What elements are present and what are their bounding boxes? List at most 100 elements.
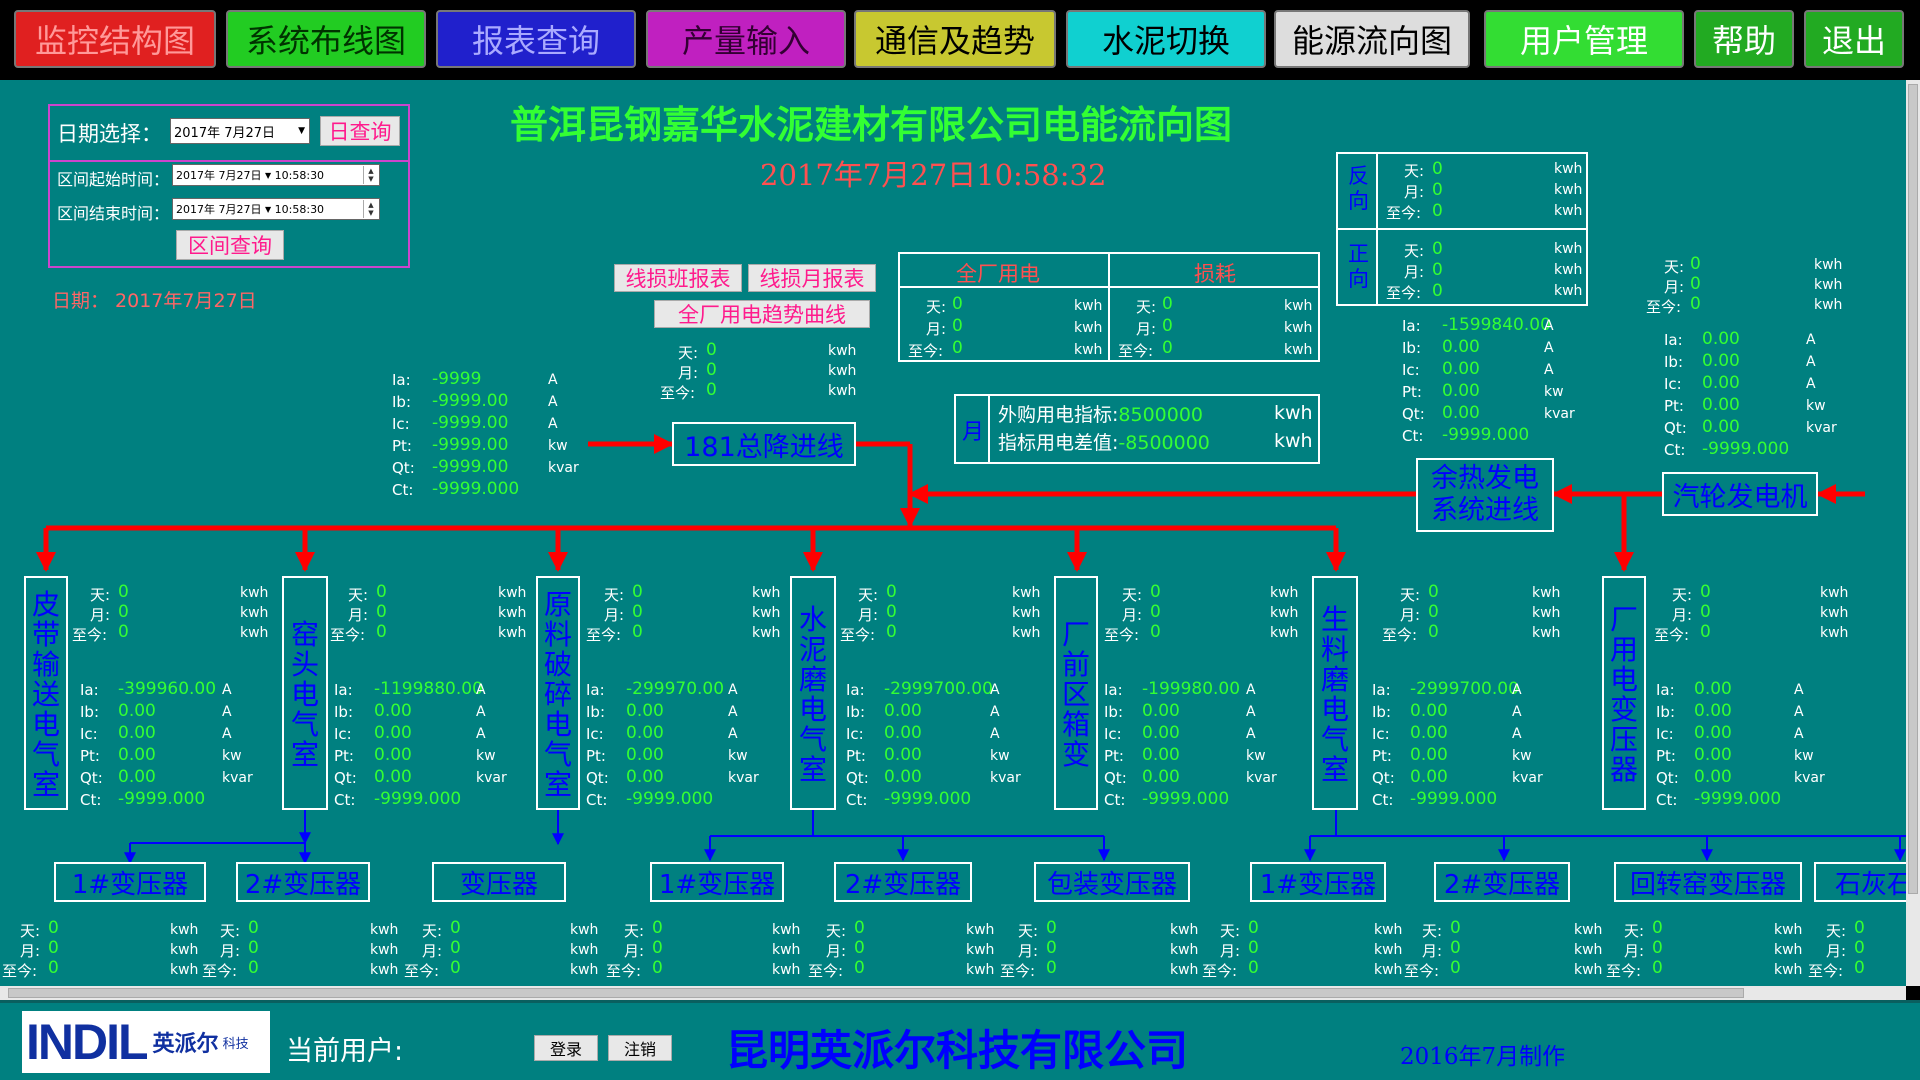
label-day: 天: <box>858 586 879 604</box>
spinner-icon[interactable]: ▲▼ <box>363 166 378 184</box>
nav-button-2[interactable]: 报表查询 <box>436 10 636 68</box>
room-name-char: 输 <box>31 648 60 681</box>
horizontal-scrollbar[interactable] <box>0 986 1906 1000</box>
value-day: 0 <box>450 918 461 938</box>
date-picker[interactable]: 2017年 7月27日▼ <box>170 118 310 144</box>
label-day: 天: <box>422 922 443 940</box>
electric-room-5[interactable]: 生料磨电气室 <box>1312 576 1358 810</box>
value-Ct: -9999.000 <box>432 479 520 499</box>
unit-kwh: kwh <box>1820 625 1849 641</box>
value-Qt: 0.00 <box>374 767 412 787</box>
unit-A: A <box>1512 704 1522 720</box>
nav-button-9[interactable]: 退出 <box>1804 10 1904 68</box>
shift-report-button[interactable]: 线损班报表 <box>614 264 742 292</box>
label-day: 天: <box>348 586 369 604</box>
room-name-char: 器 <box>1609 753 1638 786</box>
label-Ic: Ic: <box>1104 725 1122 743</box>
day-query-button[interactable]: 日查询 <box>320 116 400 146</box>
value-Ib: 0.00 <box>1142 701 1180 721</box>
transformer-2[interactable]: 变压器 <box>432 862 566 902</box>
transformer-5[interactable]: 包装变压器 <box>1034 862 1190 902</box>
transformer-4[interactable]: 2#变压器 <box>834 862 972 902</box>
nav-button-1[interactable]: 系统布线图 <box>226 10 426 68</box>
room-name-char: 厂 <box>1061 618 1090 651</box>
value-day: 0 <box>1046 918 1057 938</box>
value-Pt: 0.00 <box>884 745 922 765</box>
nav-button-0[interactable]: 监控结构图 <box>14 10 216 68</box>
spinner-icon[interactable]: ▲▼ <box>363 200 378 218</box>
value-Ib: 0.00 <box>118 701 156 721</box>
room-name-char: 电 <box>1609 663 1638 696</box>
value-total: 0 <box>1652 958 1663 978</box>
transformer-6[interactable]: 1#变压器 <box>1250 862 1386 902</box>
value-month: 0 <box>706 360 717 380</box>
value-Ib: 0.00 <box>1694 701 1732 721</box>
value-Ia: -9999 <box>432 369 482 389</box>
label-day: 天: <box>1404 242 1425 260</box>
vertical-scrollbar[interactable] <box>1906 80 1920 986</box>
value-total: 0 <box>1854 958 1865 978</box>
transformer-7[interactable]: 2#变压器 <box>1434 862 1570 902</box>
turbine-generator-box[interactable]: 汽轮发电机 <box>1662 472 1818 516</box>
unit-kwh: kwh <box>570 942 599 958</box>
label-month: 月: <box>678 364 699 382</box>
transformer-3[interactable]: 1#变压器 <box>650 862 784 902</box>
logout-button[interactable]: 注销 <box>608 1035 672 1061</box>
label-month: 月: <box>604 606 625 624</box>
range-end-label: 区间结束时间： <box>57 204 170 223</box>
unit-kwh: kwh <box>1170 942 1199 958</box>
unit-kwh: kwh <box>1554 203 1583 219</box>
waste-heat-box[interactable]: 余热发电系统进线 <box>1416 458 1554 532</box>
range-start-picker[interactable]: 2017年 7月27日 ▼ 10:58:30 ▲▼ <box>172 164 380 186</box>
label-Qt: Qt: <box>334 769 357 787</box>
label-total: 至今: <box>330 626 366 644</box>
value-Ib: 0.00 <box>1702 351 1740 371</box>
electric-room-1[interactable]: 窑头电气室 <box>282 576 328 810</box>
value-Ct: -9999.000 <box>374 789 462 809</box>
electric-room-3[interactable]: 水泥磨电气室 <box>790 576 836 810</box>
incoming-181-box[interactable]: 181总降进线 <box>672 422 856 466</box>
nav-button-3[interactable]: 产量输入 <box>646 10 846 68</box>
value-month: 0 <box>450 938 461 958</box>
unit-kwh: kwh <box>1814 297 1843 313</box>
login-button[interactable]: 登录 <box>534 1035 598 1061</box>
unit-A: A <box>728 726 738 742</box>
value-total: 0 <box>854 958 865 978</box>
room-name-char: 头 <box>290 648 319 681</box>
electric-room-2[interactable]: 原料破碎电气室 <box>536 576 580 810</box>
month-report-button[interactable]: 线损月报表 <box>748 264 876 292</box>
nav-button-8[interactable]: 帮助 <box>1694 10 1794 68</box>
transformer-8[interactable]: 回转窑变压器 <box>1614 862 1802 902</box>
unit-A: A <box>1512 726 1522 742</box>
transformer-9[interactable]: 石灰石 <box>1814 862 1906 902</box>
label-month: 月: <box>1422 942 1443 960</box>
electric-room-0[interactable]: 皮带输送电气室 <box>24 576 68 810</box>
unit-kwh: kwh <box>828 383 857 399</box>
transformer-1[interactable]: 2#变压器 <box>236 862 370 902</box>
nav-button-5[interactable]: 水泥切换 <box>1066 10 1266 68</box>
value-total: 0 <box>706 380 717 400</box>
value-day: 0 <box>1432 239 1443 259</box>
nav-button-6[interactable]: 能源流向图 <box>1274 10 1470 68</box>
transformer-0[interactable]: 1#变压器 <box>54 862 206 902</box>
value-Ic: -9999.00 <box>432 413 509 433</box>
label-Ib: Ib: <box>334 703 353 721</box>
unit-kwh: kwh <box>1554 182 1583 198</box>
company-name: 昆明英派尔科技有限公司 <box>726 1026 1189 1075</box>
value-total: 0 <box>48 958 59 978</box>
electric-room-4[interactable]: 厂前区箱变 <box>1054 576 1098 810</box>
label-Ct: Ct: <box>1104 791 1126 809</box>
unit-kwh: kwh <box>1074 342 1103 358</box>
range-query-button[interactable]: 区间查询 <box>176 230 284 260</box>
electric-room-6[interactable]: 厂用电变压器 <box>1602 576 1646 810</box>
nav-button-4[interactable]: 通信及趋势 <box>854 10 1056 68</box>
nav-button-7[interactable]: 用户管理 <box>1484 10 1684 68</box>
value-day: 0 <box>1450 918 1461 938</box>
trend-curve-button[interactable]: 全厂用电趋势曲线 <box>654 300 870 328</box>
unit-kwh: kwh <box>828 363 857 379</box>
reverse-forward-box <box>1336 152 1588 306</box>
value-total: 0 <box>1690 294 1701 314</box>
label-month: 月: <box>1122 606 1143 624</box>
range-end-picker[interactable]: 2017年 7月27日 ▼ 10:58:30 ▲▼ <box>172 198 380 220</box>
label-total: 至今: <box>2 962 38 980</box>
